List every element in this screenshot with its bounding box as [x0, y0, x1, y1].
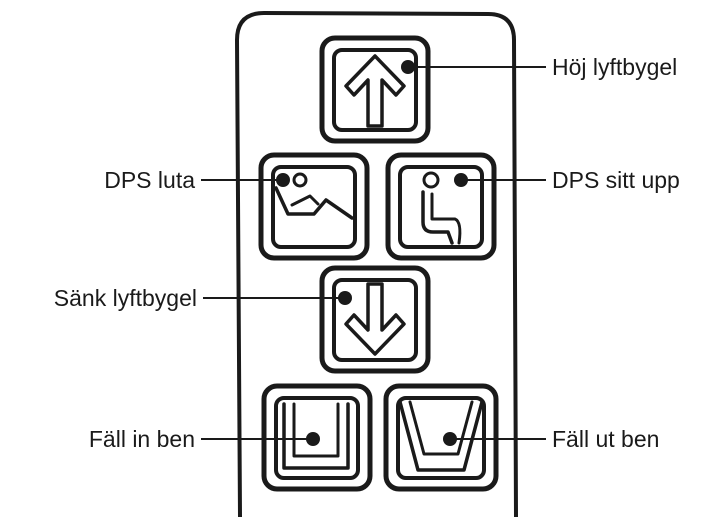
label-lower-lift-bar: Sänk lyftbygel: [54, 285, 197, 311]
label-dps-sit-up: DPS sitt upp: [552, 167, 680, 193]
fold-out-legs-button[interactable]: [383, 383, 499, 492]
label-fold-out-legs: Fäll ut ben: [552, 426, 659, 452]
raise-lift-bar-button[interactable]: [319, 35, 431, 144]
dps-recline-button[interactable]: [258, 152, 370, 261]
legs-in-icon: [282, 402, 350, 470]
label-raise-lift-bar: Höj lyftbygel: [552, 54, 677, 80]
remote-body: [235, 11, 518, 517]
lower-lift-bar-button[interactable]: [319, 265, 431, 374]
label-fold-in-legs: Fäll in ben: [89, 426, 195, 452]
dps-sit-up-button[interactable]: [385, 152, 497, 261]
label-dps-recline: DPS luta: [104, 167, 195, 193]
arrow-down-icon: [344, 282, 406, 356]
recline-person-icon: [274, 172, 354, 220]
legs-out-icon: [398, 400, 484, 472]
seated-person-icon: [421, 171, 462, 245]
arrow-up-icon: [344, 54, 406, 128]
